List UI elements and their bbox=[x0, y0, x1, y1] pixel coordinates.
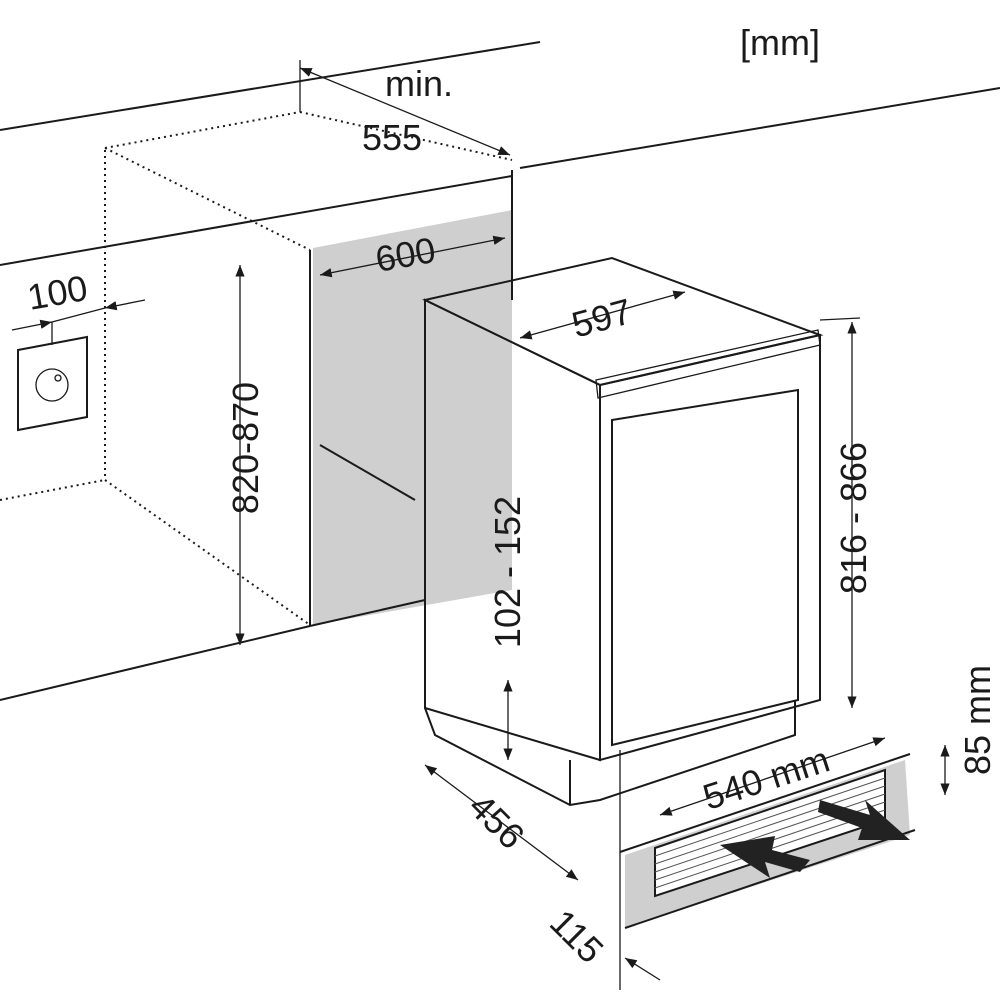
niche-height-label: 820-870 bbox=[225, 382, 266, 514]
unit-label: [mm] bbox=[740, 22, 820, 63]
appliance-height-label: 816 - 866 bbox=[833, 442, 874, 594]
power-socket bbox=[17, 322, 88, 432]
niche-depth-label: 555 bbox=[362, 117, 422, 158]
dimension-lines bbox=[11, 60, 950, 981]
min-label: min. bbox=[385, 63, 453, 104]
air-in-arrow bbox=[720, 836, 810, 878]
plinth-setback-label: 115 bbox=[542, 901, 612, 971]
socket-offset-label: 100 bbox=[24, 267, 90, 318]
appliance-depth-label: 456 bbox=[461, 785, 532, 856]
appliance-width-label: 597 bbox=[567, 290, 636, 345]
vent-height-label: 85 mm bbox=[957, 665, 998, 775]
foot-height-label: 102 - 152 bbox=[487, 496, 528, 648]
niche-back-panel bbox=[313, 210, 512, 625]
